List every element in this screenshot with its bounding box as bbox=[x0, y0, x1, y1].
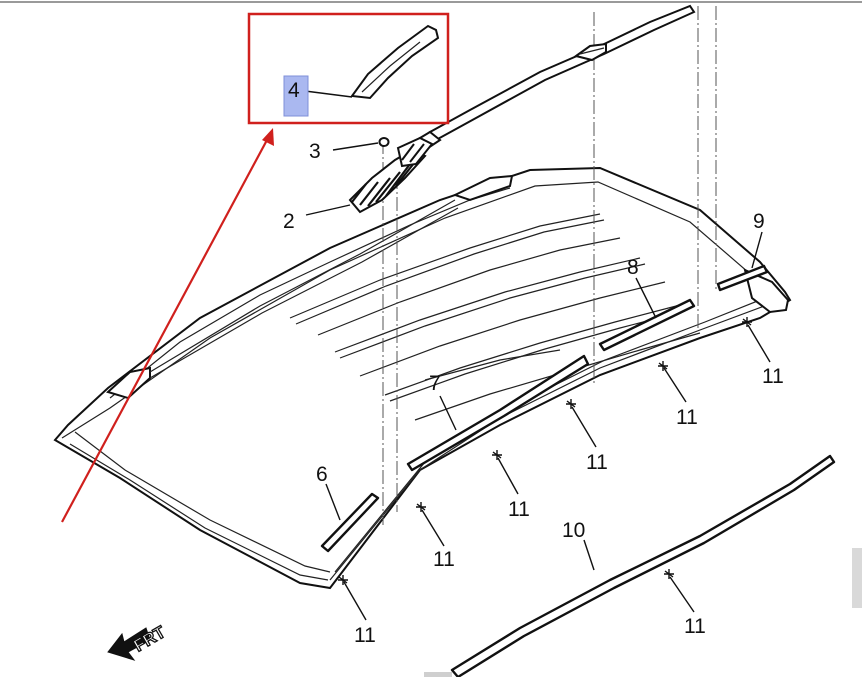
molding-6 bbox=[320, 492, 380, 553]
highlight-pointer-arrow bbox=[61, 128, 274, 523]
highlight-box bbox=[247, 12, 450, 125]
callout-labels: 4 3 2 6 7 8 9 10 11 11 11 11 11 11 11 bbox=[283, 75, 784, 647]
roof-inner-edge bbox=[61, 181, 771, 439]
callout-part-2[interactable]: 2 bbox=[283, 210, 295, 233]
molding-10-front-strip bbox=[450, 454, 836, 677]
side-rail-bar bbox=[428, 4, 696, 142]
molding-7 bbox=[406, 354, 590, 472]
callout-part-10[interactable]: 10 bbox=[562, 519, 585, 542]
callout-part-8[interactable]: 8 bbox=[627, 256, 639, 279]
callout-part-11-d[interactable]: 11 bbox=[586, 451, 608, 474]
callout-part-11-b[interactable]: 11 bbox=[433, 548, 455, 571]
callout-part-11-a[interactable]: 11 bbox=[354, 624, 376, 647]
nut-part bbox=[378, 137, 390, 147]
roof-moldings bbox=[320, 264, 836, 677]
callout-part-9[interactable]: 9 bbox=[753, 210, 765, 233]
clips-11 bbox=[338, 317, 752, 585]
molding-8 bbox=[598, 298, 696, 352]
callout-part-6[interactable]: 6 bbox=[316, 463, 328, 486]
rail-end-cap-part bbox=[350, 24, 440, 100]
left-rail-foot-rear bbox=[452, 174, 514, 202]
leader-lines bbox=[304, 90, 771, 621]
callout-part-11-g[interactable]: 11 bbox=[684, 615, 706, 638]
viewer-scroll-edge bbox=[852, 548, 862, 608]
front-direction-indicator: FRT bbox=[107, 622, 170, 661]
callout-part-11-e[interactable]: 11 bbox=[676, 406, 698, 429]
rail-front-support bbox=[348, 136, 434, 214]
frt-label: FRT bbox=[131, 622, 170, 655]
viewer-bottom-handle bbox=[424, 672, 452, 677]
callout-part-7[interactable]: 7 bbox=[429, 372, 441, 395]
assembly-guide-lines bbox=[382, 6, 717, 525]
callout-part-11-f[interactable]: 11 bbox=[762, 365, 784, 388]
callout-part-3[interactable]: 3 bbox=[309, 140, 321, 163]
callout-part-4[interactable]: 4 bbox=[288, 79, 300, 102]
selected-callout-highlight bbox=[283, 75, 309, 117]
front-arrow-icon bbox=[107, 627, 151, 661]
rail-center-support bbox=[573, 42, 607, 62]
roof-outline bbox=[53, 166, 792, 590]
side-rail-assembly bbox=[398, 4, 696, 162]
rear-end-cap bbox=[743, 268, 790, 314]
roof-panel bbox=[53, 166, 792, 590]
callout-part-11-c[interactable]: 11 bbox=[508, 498, 530, 521]
molding-9 bbox=[716, 264, 769, 292]
